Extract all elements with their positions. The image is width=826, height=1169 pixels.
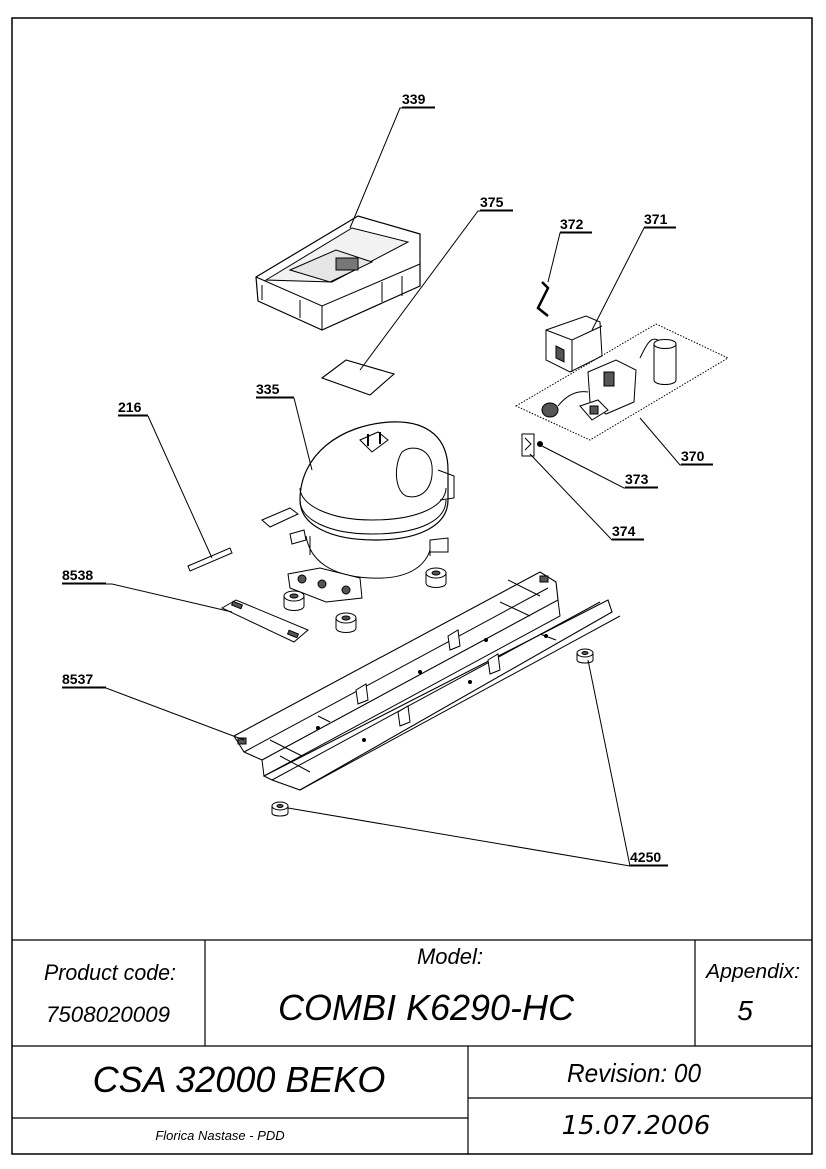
part-216-tube bbox=[187, 547, 233, 572]
part-4250-grommet bbox=[271, 801, 289, 817]
revision: Revision: 00 bbox=[567, 1058, 702, 1088]
callout-8537: 8537 bbox=[62, 671, 93, 687]
rubber-foot bbox=[283, 590, 305, 611]
part-371-relay-cover bbox=[545, 315, 603, 373]
part-339-cover-tray bbox=[255, 215, 421, 331]
part-375-pad bbox=[320, 359, 396, 396]
document-title: CSA 32000 BEKO bbox=[93, 1059, 386, 1100]
model-label: Model: bbox=[417, 944, 483, 969]
part-8537-base-rails bbox=[233, 571, 621, 791]
appendix-label: Appendix: bbox=[705, 961, 800, 983]
callout-375: 375 bbox=[480, 194, 504, 210]
title-block: Product code: 7508020009 Model: COMBI K6… bbox=[12, 939, 812, 1154]
appendix-value: 5 bbox=[737, 995, 753, 1026]
part-4250-grommet bbox=[576, 648, 594, 664]
rubber-foot bbox=[425, 567, 447, 588]
callout-labels: 339 375 372 371 216 335 370 373 374 8538… bbox=[62, 91, 713, 866]
callout-372: 372 bbox=[560, 216, 584, 232]
callout-339: 339 bbox=[402, 91, 426, 107]
rubber-foot bbox=[335, 612, 357, 633]
callout-370: 370 bbox=[681, 448, 705, 464]
part-370-electrical-set bbox=[514, 323, 730, 441]
part-373-screw bbox=[537, 441, 543, 447]
part-374-thermal-protector bbox=[521, 433, 535, 457]
revision-date: 15.07.2006 bbox=[562, 1111, 711, 1141]
callout-374: 374 bbox=[612, 523, 636, 539]
product-code-value: 7508020009 bbox=[46, 1002, 170, 1027]
leader-lines bbox=[62, 107, 713, 867]
compressor-rubber-feet bbox=[283, 567, 447, 633]
author: Florica Nastase - PDD bbox=[155, 1128, 284, 1143]
callout-373: 373 bbox=[625, 471, 649, 487]
product-code-label: Product code: bbox=[44, 960, 176, 985]
callout-371: 371 bbox=[644, 211, 668, 227]
part-335-compressor bbox=[261, 421, 455, 603]
model-value: COMBI K6290-HC bbox=[278, 987, 575, 1028]
part-372-clip bbox=[536, 281, 550, 317]
part-8538-bracket bbox=[220, 599, 309, 643]
sheet-border bbox=[11, 17, 813, 1155]
callout-216: 216 bbox=[118, 399, 142, 415]
callout-4250: 4250 bbox=[630, 849, 661, 865]
callout-8538: 8538 bbox=[62, 567, 93, 583]
callout-335: 335 bbox=[256, 381, 280, 397]
exploded-view-drawing bbox=[187, 215, 730, 817]
